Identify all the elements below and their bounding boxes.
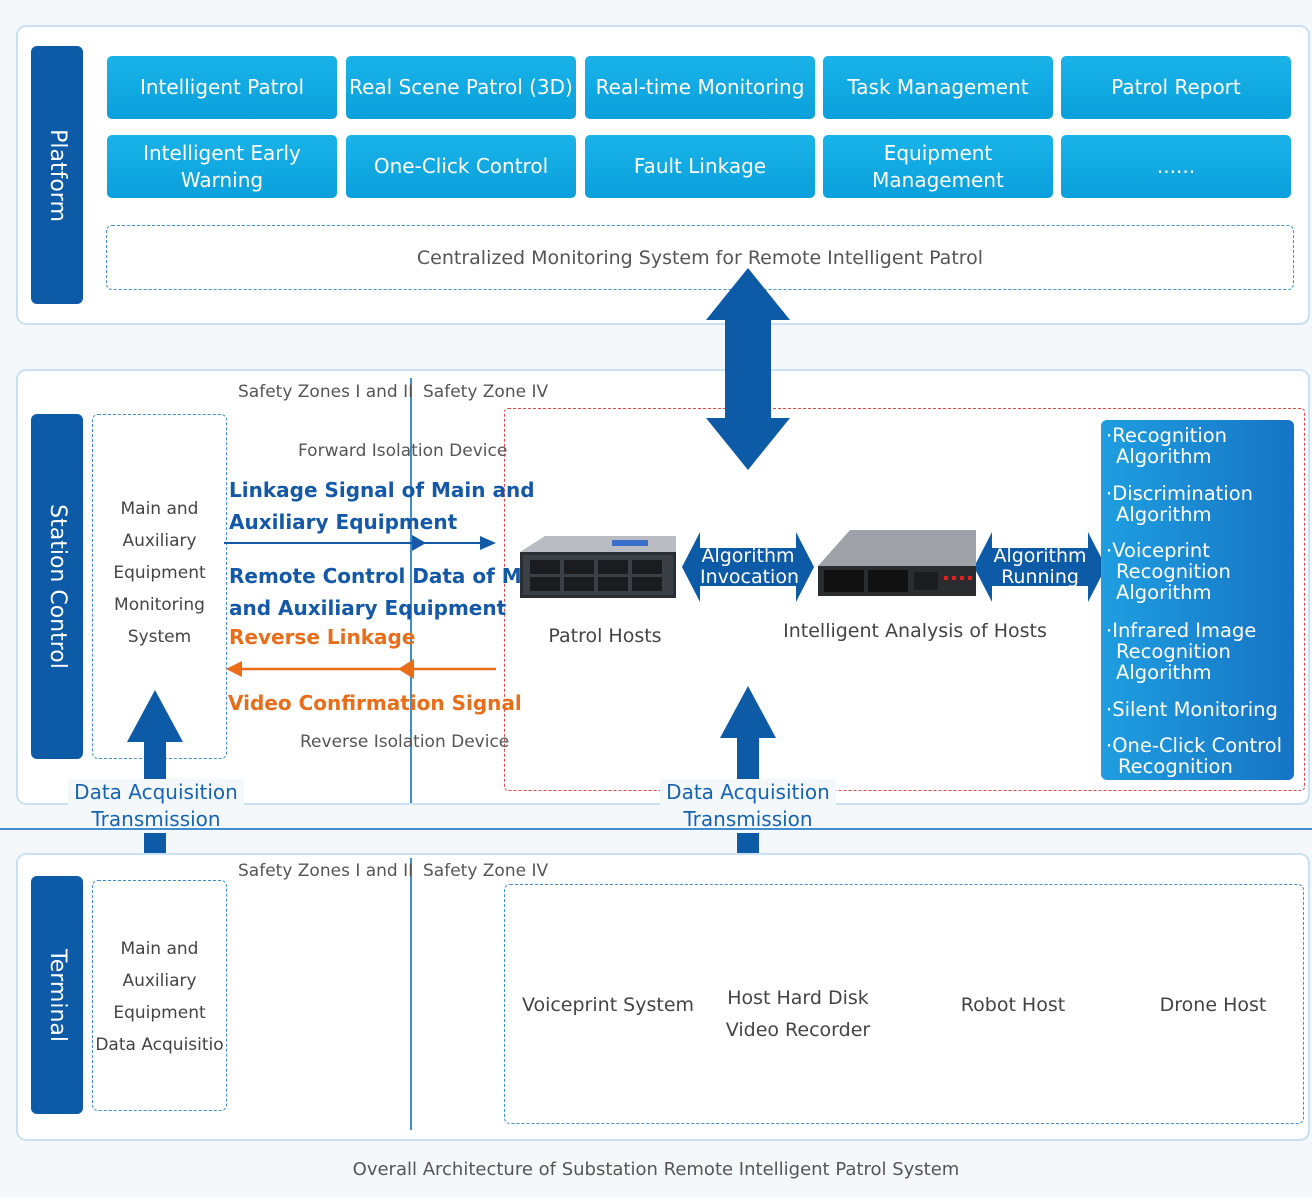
algorithm-item-line: ·Voiceprint	[1106, 539, 1210, 562]
algorithm-item-line: Algorithm	[1116, 503, 1212, 526]
main-aux-acq-line-1: Main and	[120, 939, 199, 959]
centralized-monitoring-box: Centralized Monitoring System for Remote…	[106, 225, 1294, 290]
terminal-zone-divider	[410, 858, 412, 1130]
main-aux-line-4: Monitoring	[114, 595, 205, 615]
algorithm-item-line: ·Infrared Image	[1106, 619, 1257, 642]
data-acquisition-left-line-1: Data Acquisition	[74, 780, 238, 804]
main-aux-monitoring-label: Main and Auxiliary Equipment Monitoring …	[92, 493, 227, 653]
reverse-isolation-label: Reverse Isolation Device	[300, 732, 510, 752]
voiceprint-system-label: Voiceprint System	[521, 994, 695, 1016]
algorithm-running-line-1: Algorithm	[993, 545, 1087, 567]
nvr-label: Host Hard Disk Video Recorder	[700, 982, 896, 1046]
nvr-label-line-2: Video Recorder	[725, 1019, 871, 1041]
main-aux-acq-line-2: Auxiliary	[122, 971, 197, 991]
algorithm-item-one-click: ·One-Click Control Recognition	[1106, 735, 1282, 777]
algorithm-list-panel	[1101, 420, 1294, 780]
remote-control-label: Remote Control Data of Main and Auxiliar…	[229, 560, 556, 624]
function-one-click-control[interactable]: One-Click Control	[346, 135, 576, 198]
main-aux-acq-line-4: Data Acquisitio	[95, 1035, 224, 1055]
reverse-linkage-label: Reverse Linkage	[229, 625, 416, 649]
data-acquisition-left-label: Data Acquisition Transmission	[68, 779, 244, 833]
drone-host-label: Drone Host	[1159, 994, 1267, 1016]
terminal-band: Terminal	[31, 876, 83, 1114]
algorithm-item-line: Recognition	[1118, 755, 1233, 778]
terminal-band-label: Terminal	[44, 948, 70, 1042]
algorithm-item-line: Algorithm	[1116, 445, 1212, 468]
patrol-hosts-label: Patrol Hosts	[548, 625, 662, 647]
function-real-time-monitoring[interactable]: Real-time Monitoring	[585, 56, 815, 119]
terminal-devices-box	[504, 884, 1304, 1124]
algorithm-item-recognition: ·Recognition Algorithm	[1106, 425, 1227, 467]
linkage-signal-line-2: Auxiliary Equipment	[229, 510, 458, 534]
algorithm-item-line: ·Recognition	[1106, 424, 1228, 447]
reverse-signal-arrow	[226, 659, 496, 679]
zone-iv-box	[504, 408, 1305, 791]
algorithm-item-line: ·Silent Monitoring	[1106, 698, 1278, 721]
algorithm-item-line: Recognition	[1116, 640, 1231, 663]
algorithm-running-label: Algorithm Running	[992, 546, 1088, 588]
linkage-signal-label: Linkage Signal of Main and Auxiliary Equ…	[229, 474, 535, 538]
analysis-host-server-image	[818, 530, 976, 596]
video-confirmation-label: Video Confirmation Signal	[228, 691, 522, 715]
algorithm-invocation-line-2: Invocation	[700, 566, 799, 588]
algorithm-item-line: ·Discrimination	[1106, 482, 1254, 505]
main-aux-acquisition-box	[92, 880, 227, 1111]
algorithm-item-line: Algorithm	[1116, 581, 1212, 604]
terminal-panel	[16, 853, 1310, 1141]
centralized-monitoring-label: Centralized Monitoring System for Remote…	[416, 246, 984, 269]
algorithm-invocation-line-1: Algorithm	[701, 545, 795, 567]
algorithm-running-arrow	[974, 532, 1106, 602]
function-intelligent-early-warning[interactable]: Intelligent Early Warning	[107, 135, 337, 198]
algorithm-item-infrared: ·Infrared Image Recognition Algorithm	[1106, 620, 1256, 683]
diagram-caption: Overall Architecture of Substation Remot…	[352, 1159, 960, 1180]
algorithm-invocation-arrow	[682, 532, 814, 602]
linkage-signal-line-1: Linkage Signal of Main and	[229, 478, 535, 502]
function-intelligent-patrol[interactable]: Intelligent Patrol	[107, 56, 337, 119]
main-aux-line-2: Auxiliary	[122, 531, 197, 551]
algorithm-item-line: Algorithm	[1116, 661, 1212, 684]
station-zone-left-label: Safety Zones I and II	[238, 382, 414, 402]
platform-station-arrow	[706, 268, 790, 470]
main-aux-acq-line-3: Equipment	[113, 1003, 206, 1023]
main-aux-line-5: System	[127, 627, 192, 647]
algorithm-item-voiceprint: ·Voiceprint Recognition Algorithm	[1106, 540, 1231, 603]
remote-control-line-2: and Auxiliary Equipment	[229, 596, 507, 620]
function-equipment-management[interactable]: Equipment Management	[823, 135, 1053, 198]
algorithm-item-line: Recognition	[1116, 560, 1231, 583]
function-patrol-report[interactable]: Patrol Report	[1061, 56, 1291, 119]
algorithm-running-line-2: Running	[1001, 566, 1079, 588]
function-more[interactable]: ......	[1061, 135, 1291, 198]
algorithm-item-silent-monitoring: ·Silent Monitoring	[1106, 699, 1278, 720]
station-zone-right-label: Safety Zone IV	[423, 382, 549, 402]
robot-host-label: Robot Host	[960, 994, 1066, 1016]
function-real-scene-patrol[interactable]: Real Scene Patrol (3D)	[346, 56, 576, 119]
algorithm-invocation-label: Algorithm Invocation	[700, 545, 799, 588]
function-fault-linkage[interactable]: Fault Linkage	[585, 135, 815, 198]
terminal-zone-left-label: Safety Zones I and II	[238, 861, 414, 881]
station-control-band: Station Control	[31, 414, 83, 759]
function-task-management[interactable]: Task Management	[823, 56, 1053, 119]
station-zone-divider	[410, 378, 412, 803]
data-acquisition-right-line-1: Data Acquisition	[666, 780, 830, 804]
terminal-zone-right-label: Safety Zone IV	[423, 861, 549, 881]
analysis-hosts-label: Intelligent Analysis of Hosts	[783, 620, 1047, 642]
platform-band: Platform	[31, 46, 83, 304]
main-aux-line-1: Main and	[120, 499, 199, 519]
data-acquisition-left-line-2: Transmission	[91, 807, 221, 831]
layer-separator-line	[0, 828, 1312, 830]
main-aux-acquisition-label: Main and Auxiliary Equipment Data Acquis…	[92, 933, 227, 1061]
data-acquisition-right-label: Data Acquisition Transmission	[660, 779, 836, 833]
patrol-host-server-image	[520, 536, 676, 598]
remote-control-line-1: Remote Control Data of Main	[229, 564, 557, 588]
forward-isolation-label: Forward Isolation Device	[298, 441, 508, 461]
main-aux-line-3: Equipment	[113, 563, 206, 583]
algorithm-item-discrimination: ·Discrimination Algorithm	[1106, 483, 1253, 525]
nvr-label-line-1: Host Hard Disk	[727, 987, 869, 1009]
forward-signal-arrow	[224, 535, 496, 551]
data-acquisition-right-line-2: Transmission	[683, 807, 813, 831]
algorithm-item-line: ·One-Click Control	[1106, 734, 1283, 757]
